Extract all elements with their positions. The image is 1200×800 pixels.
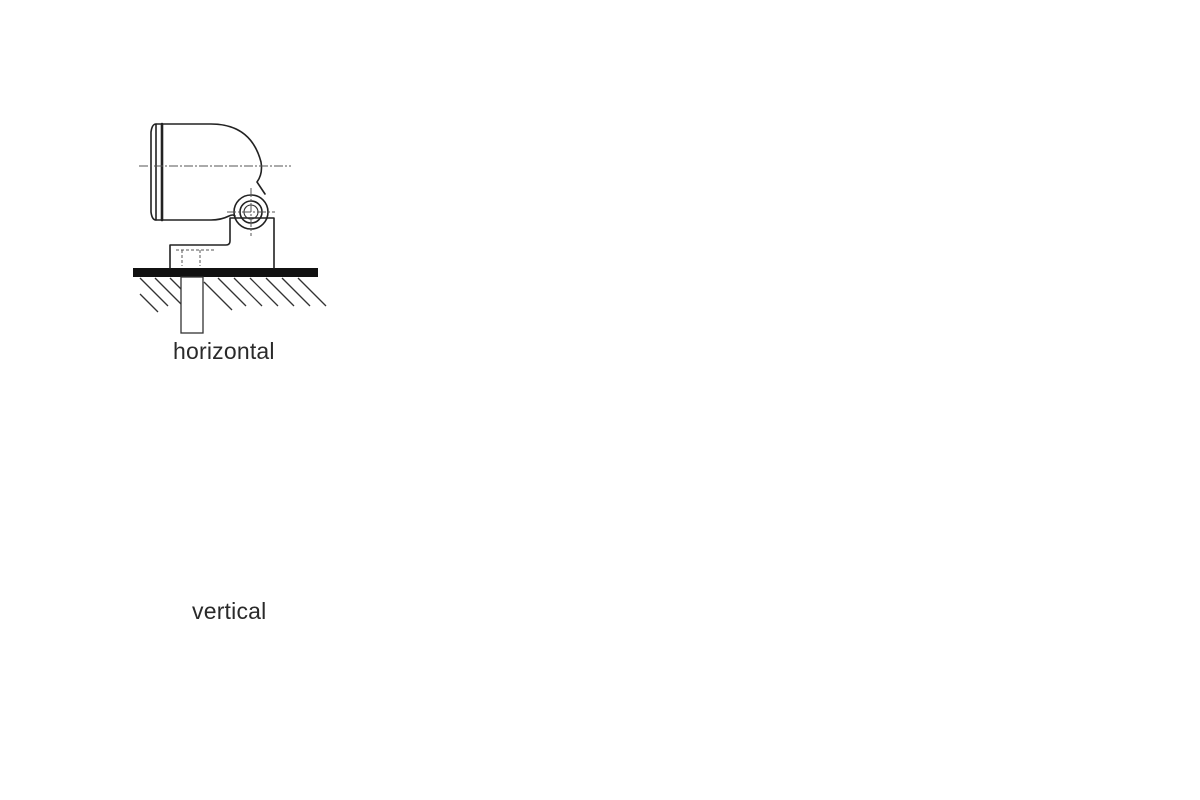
mounting-bolt	[180, 276, 204, 334]
ground-hatching	[139, 277, 327, 313]
horizontal-mount-view	[133, 122, 327, 334]
horizontal-label: horizontal	[173, 338, 275, 364]
mount-bracket	[169, 217, 275, 269]
horizontal-mounting-plate	[133, 268, 318, 277]
headlamp	[137, 122, 293, 237]
vertical-label: vertical	[192, 598, 267, 624]
